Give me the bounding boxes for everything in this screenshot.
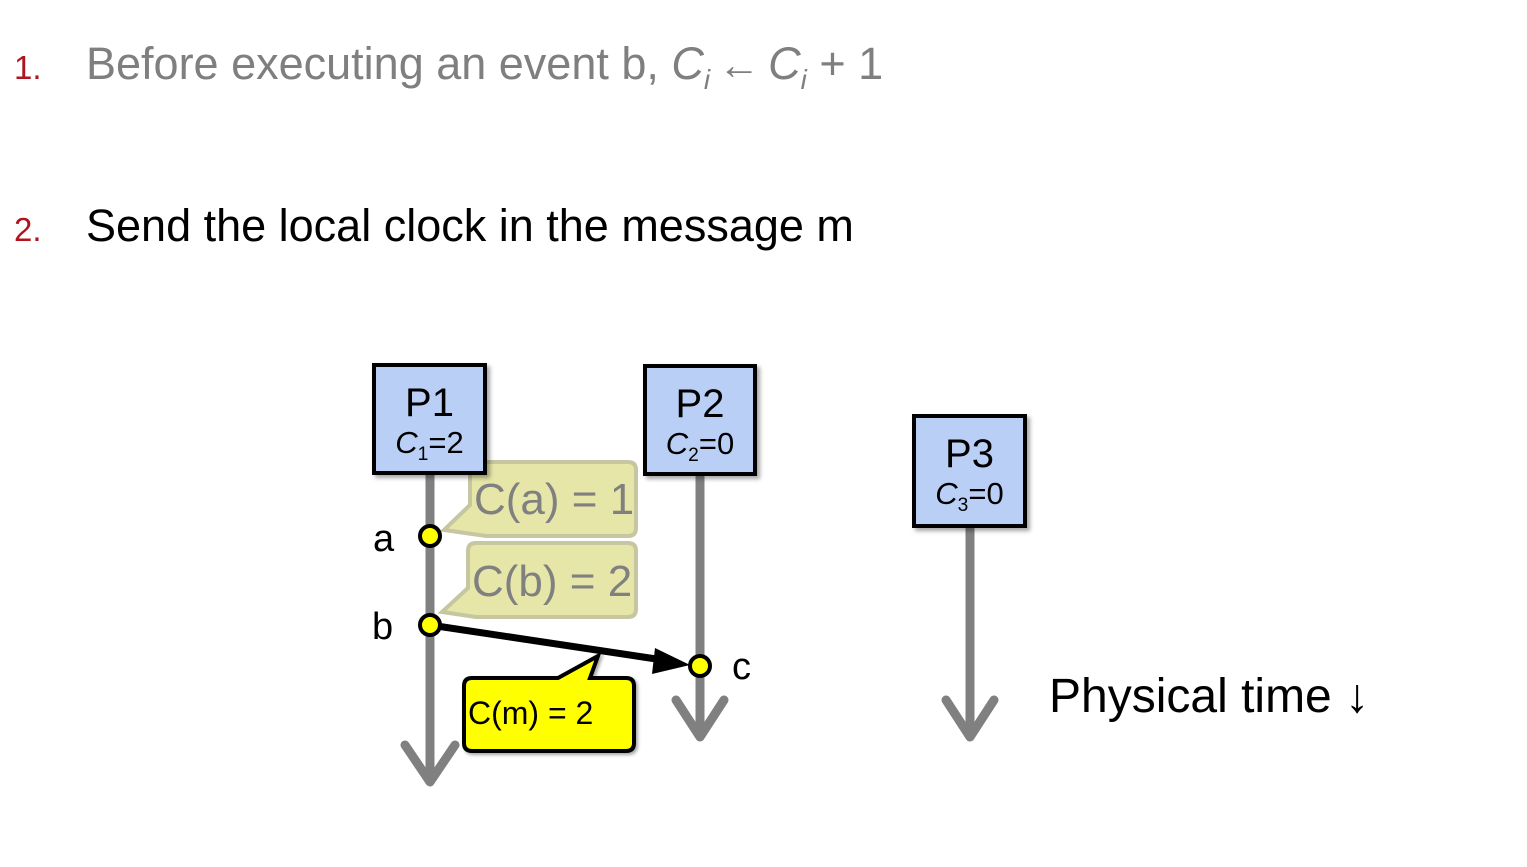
event-c-marker: [688, 654, 712, 678]
process-p2-clock: C2=0: [647, 426, 753, 474]
process-p1-clock: C1=2: [376, 425, 483, 473]
process-p1-name: P1: [405, 381, 454, 425]
process-p2-name: P2: [675, 382, 725, 426]
process-p3-name: P3: [945, 432, 994, 476]
event-c-label: c: [732, 646, 751, 688]
event-a-marker: [418, 524, 442, 548]
rule-1-text: Before executing an event b, Ci←Ci + 1: [86, 38, 883, 96]
process-p3-clock-var: C: [935, 476, 958, 511]
process-p3-clock-value: =0: [968, 476, 1004, 511]
process-p1-clock-var: C: [395, 425, 418, 460]
rule-1-prefix: Before executing an event b,: [86, 38, 659, 89]
physical-time-label: Physical time ↓: [1049, 670, 1370, 723]
callout-m-bubble: [462, 651, 636, 753]
rule-1-sub-right: i: [800, 64, 807, 95]
callout-b-text: C(b) = 2: [472, 557, 633, 606]
rule-2-number: 2.: [14, 211, 42, 248]
process-p2-clock-var: C: [665, 426, 689, 461]
rule-1-number: 1.: [14, 49, 42, 86]
event-b-label: b: [372, 606, 394, 648]
callout-m-text: C(m) = 2: [468, 695, 594, 731]
process-p2-clock-sub: 2: [688, 445, 699, 467]
assign-arrow-icon: ←: [718, 41, 761, 88]
process-p3-clock-sub: 3: [957, 495, 969, 517]
process-p3-clock: C3=0: [916, 476, 1023, 524]
timeline-p2: [671, 472, 729, 742]
event-b-marker: [418, 613, 442, 637]
process-p1-clock-sub: 1: [417, 444, 429, 466]
rule-1-suffix: + 1: [819, 38, 884, 89]
rule-1-sub-left: i: [703, 64, 711, 95]
process-p2-box: P2 C2=0: [643, 364, 757, 476]
message-arrow: [429, 621, 690, 674]
process-p1-clock-value: =2: [428, 425, 464, 460]
timeline-p3: [941, 524, 999, 742]
process-p2-clock-value: =0: [698, 426, 735, 461]
process-p1-box: P1 C1=2: [372, 363, 487, 475]
callout-a-text: C(a) = 1: [474, 475, 635, 524]
process-p3-box: P3 C3=0: [912, 414, 1027, 528]
rule-2: 2. Send the local clock in the message m: [14, 200, 854, 252]
rule-2-text: Send the local clock in the message m: [86, 200, 854, 251]
callout-b-bubble: [437, 541, 638, 619]
rule-1-var-left: C: [671, 38, 704, 89]
event-a-label: a: [373, 518, 395, 560]
rule-1-var-right: C: [768, 38, 801, 89]
rule-1: 1. Before executing an event b, Ci←Ci + …: [14, 38, 883, 96]
